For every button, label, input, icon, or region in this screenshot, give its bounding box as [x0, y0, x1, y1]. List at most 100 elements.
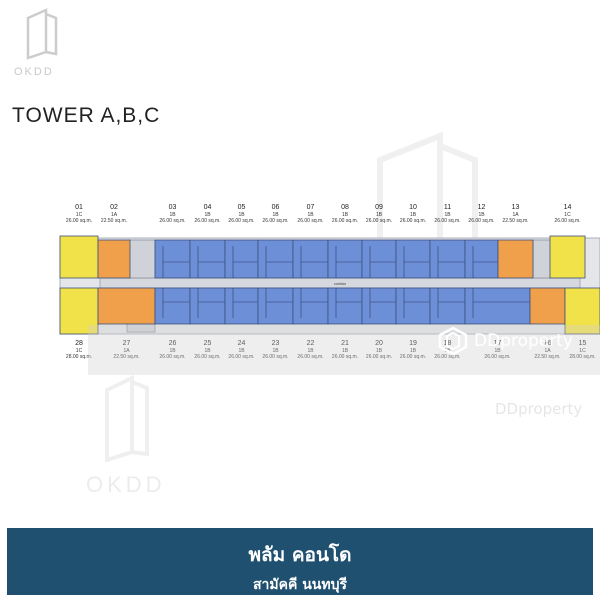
okdd-logo-icon: [26, 8, 58, 60]
unit-size: 26.00 sq.m.: [484, 354, 511, 360]
unit-size: 26.00 sq.m.: [331, 354, 359, 360]
ddproperty-watermark-text: DDproperty: [474, 331, 573, 351]
project-location: สามัคคี นนทบุรี: [252, 577, 347, 593]
unit-number: 27: [122, 340, 131, 347]
unit-28: [59, 287, 99, 335]
unit-26: [154, 287, 191, 325]
unit-17: [464, 287, 531, 325]
unit-24: [224, 287, 259, 325]
unit-09: [361, 239, 397, 279]
unit-01: [59, 235, 99, 279]
unit-number: 12: [477, 204, 486, 211]
unit-type: 1A: [123, 348, 130, 354]
unit-19: [395, 287, 431, 325]
unit-number: 19: [409, 340, 417, 347]
unit-02: [97, 239, 131, 279]
unit-size: 26.00 sq.m.: [365, 354, 393, 360]
unit-05: [224, 239, 259, 279]
unit-type: 1B: [375, 212, 383, 218]
unit-size: 26.00 sq.m.: [468, 218, 495, 224]
unit-06: [257, 239, 294, 279]
unit-size: 26.00 sq.m.: [365, 218, 393, 224]
unit-number: 07: [306, 204, 315, 211]
unit-type: 1B: [204, 212, 211, 218]
unit-number: 02: [110, 204, 118, 211]
ddproperty-logo-icon: [438, 326, 468, 356]
unit-23: [257, 287, 294, 325]
unit-03: [154, 239, 191, 279]
unit-number: 14: [563, 204, 572, 211]
okdd-logo-text: OKDD: [14, 66, 54, 78]
unit-27: [97, 287, 156, 325]
unit-18: [429, 287, 466, 325]
unit-number: 24: [237, 340, 246, 347]
unit-04: [189, 239, 226, 279]
unit-size: 26.00 sq.m.: [262, 354, 289, 360]
unit-number: 15: [578, 340, 587, 347]
page-title: TOWER A,B,C: [12, 104, 161, 127]
unit-size: 28.00 sq.m.: [65, 354, 93, 360]
unit-13: [497, 239, 534, 279]
unit-type: 1B: [307, 212, 314, 218]
unit-type: 1B: [272, 212, 279, 218]
unit-type: 1C: [579, 348, 586, 354]
unit-number: 06: [271, 204, 280, 211]
unit-21: [327, 287, 363, 325]
unit-size: 26.00 sq.m.: [228, 354, 255, 360]
unit-size: 26.00 sq.m.: [434, 218, 461, 224]
unit-type: 1B: [307, 348, 314, 354]
unit-type: 1B: [409, 348, 417, 354]
unit-08: [327, 239, 363, 279]
unit-size: 26.00 sq.m.: [331, 218, 359, 224]
unit-size: 26.00 sq.m.: [297, 218, 324, 224]
unit-size: 28.00 sq.m.: [569, 354, 596, 360]
unit-type: 1B: [238, 348, 245, 354]
unit-number: 03: [168, 204, 177, 211]
unit-number: 23: [271, 340, 280, 347]
unit-size: 26.00 sq.m.: [194, 354, 221, 360]
unit-type: 1A: [110, 212, 118, 218]
watermark-band: [88, 325, 600, 375]
unit-number: 21: [341, 340, 349, 347]
okdd-watermark-top: OKDD: [14, 8, 74, 80]
stair-core-right: [532, 239, 552, 279]
unit-size: 22.50 sq.m.: [100, 218, 128, 224]
unit-number: 20: [375, 340, 383, 347]
unit-number: 08: [341, 204, 349, 211]
ddproperty-watermark: DDproperty: [438, 325, 573, 357]
unit-size: 26.00 sq.m.: [159, 354, 186, 360]
unit-number: 04: [203, 204, 212, 211]
unit-number: 13: [511, 204, 520, 211]
unit-size: 26.00 sq.m.: [194, 218, 221, 224]
unit-11: [429, 239, 466, 279]
unit-type: 1B: [169, 348, 176, 354]
unit-size: 26.00 sq.m.: [554, 218, 581, 224]
unit-type: 1C: [75, 212, 83, 218]
unit-size: 26.00 sq.m.: [65, 218, 93, 224]
unit-size: 26.00 sq.m.: [399, 218, 427, 224]
unit-number: 25: [203, 340, 212, 347]
unit-type: 1B: [238, 212, 245, 218]
unit-number: 11: [443, 204, 452, 211]
unit-16: [529, 287, 566, 325]
unit-type: 1B: [444, 212, 451, 218]
unit-25: [189, 287, 226, 325]
